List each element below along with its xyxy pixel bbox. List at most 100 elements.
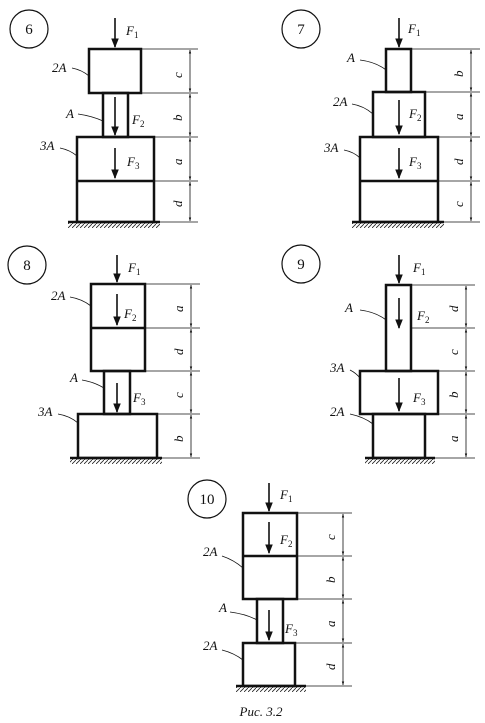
scheme-number: 8 — [23, 258, 31, 274]
dimension-label: b — [451, 70, 466, 77]
leader-line — [59, 147, 78, 157]
ground-hatch — [236, 686, 306, 692]
dimension-label: d — [446, 305, 461, 312]
area-label: A — [218, 600, 227, 615]
force-label-f1: F1 — [125, 23, 138, 40]
area-label: A — [65, 106, 74, 121]
dimension-lines — [128, 48, 198, 223]
leader-line — [349, 369, 361, 379]
dimension-lines — [411, 48, 480, 223]
area-label: 2A — [51, 288, 66, 303]
force-label-f1: F1 — [279, 487, 292, 504]
force-label-f1: F1 — [127, 260, 140, 277]
segment-a — [255, 597, 285, 645]
dimension-label: a — [446, 435, 461, 442]
leader-line — [229, 611, 258, 621]
leader-line — [351, 103, 374, 115]
dimension-label: a — [171, 305, 186, 312]
dimension-lines — [283, 512, 352, 687]
area-label: A — [69, 370, 78, 385]
dimension-label: c — [170, 72, 185, 78]
area-label: 3A — [329, 360, 345, 375]
dimension-lines — [145, 283, 200, 459]
leader-line — [349, 413, 374, 425]
dimension-label: b — [323, 576, 338, 583]
force-label-f2: F2 — [416, 308, 429, 325]
dimension-label: d — [171, 348, 186, 355]
force-label-f2: F2 — [131, 112, 144, 129]
area-label: 3A — [323, 140, 339, 155]
force-label-f1: F1 — [412, 260, 425, 277]
scheme-6: 6 F1 F2 F3 2A A 3A c — [9, 9, 198, 228]
leader-line — [71, 67, 90, 77]
leader-line — [221, 649, 244, 661]
scheme-number: 7 — [297, 22, 305, 38]
scheme-number: 6 — [25, 22, 33, 38]
area-label: A — [346, 50, 355, 65]
leader-line — [69, 296, 92, 307]
scheme-number-circle — [9, 9, 49, 49]
dimension-label: b — [171, 435, 186, 442]
scheme-8: 8 F1 F2 F3 2A A 3A a d c b — [7, 245, 200, 464]
scheme-number: 9 — [297, 257, 305, 273]
ground-hatch — [70, 458, 162, 464]
leader-line — [77, 113, 104, 122]
dimension-label: a — [323, 620, 338, 627]
leader-line — [359, 309, 387, 321]
scheme-9: 9 F1 F2 F3 A 3A 2A d c b a — [281, 244, 475, 464]
force-label-f3: F3 — [284, 621, 298, 638]
dimension-label: c — [446, 349, 461, 355]
dimension-label: a — [170, 158, 185, 165]
dimension-label: b — [446, 391, 461, 398]
force-label-f2: F2 — [279, 532, 292, 549]
area-label: 2A — [203, 638, 218, 653]
area-label: 2A — [333, 94, 348, 109]
force-label-f3: F3 — [408, 154, 422, 171]
dimension-label: c — [171, 392, 186, 398]
force-label-f3: F3 — [126, 154, 140, 171]
force-label-f2: F2 — [408, 106, 421, 123]
scheme-number-circle — [187, 479, 227, 519]
leader-line — [343, 149, 361, 159]
segment-3a — [75, 135, 156, 224]
segment-a — [384, 47, 413, 94]
leader-line — [221, 555, 244, 569]
area-label: 3A — [39, 138, 55, 153]
segment-3a — [358, 135, 440, 224]
leader-line — [81, 379, 105, 389]
segment-2a — [87, 47, 143, 95]
dimension-label: c — [323, 534, 338, 540]
ground-hatch — [365, 458, 435, 464]
force-label-f3: F3 — [132, 390, 146, 407]
ground-hatch — [352, 222, 444, 228]
dimension-lines — [411, 284, 475, 459]
segment-3a — [76, 412, 159, 460]
area-label: A — [344, 300, 353, 315]
area-label: 2A — [52, 60, 67, 75]
area-label: 3A — [37, 404, 53, 419]
dimension-label: d — [170, 200, 185, 207]
dimension-label: c — [451, 201, 466, 207]
segment-2a — [371, 412, 427, 460]
figure-caption: Рис. 3.2 — [239, 704, 283, 719]
area-label: 2A — [330, 404, 345, 419]
scheme-7: 7 F1 F2 F3 A 2A 3A b a d c — [281, 9, 480, 228]
dimension-label: b — [170, 114, 185, 121]
leader-line — [359, 59, 387, 71]
dimension-label: a — [451, 113, 466, 120]
area-label: 2A — [203, 544, 218, 559]
scheme-number: 10 — [200, 492, 215, 508]
scheme-number-circle — [281, 9, 321, 49]
scheme-number-circle — [281, 244, 321, 284]
leader-line — [57, 413, 79, 424]
force-label-f1: F1 — [407, 21, 420, 38]
dimension-label: d — [451, 158, 466, 165]
ground-hatch — [68, 222, 160, 228]
force-label-f2: F2 — [123, 306, 136, 323]
force-label-f3: F3 — [412, 390, 426, 407]
scheme-number-circle — [7, 245, 47, 285]
segment-2a-base — [241, 641, 297, 688]
dimension-label: d — [323, 663, 338, 670]
scheme-10: 10 F1 F2 F3 2A A 2A c b a d — [187, 479, 352, 692]
